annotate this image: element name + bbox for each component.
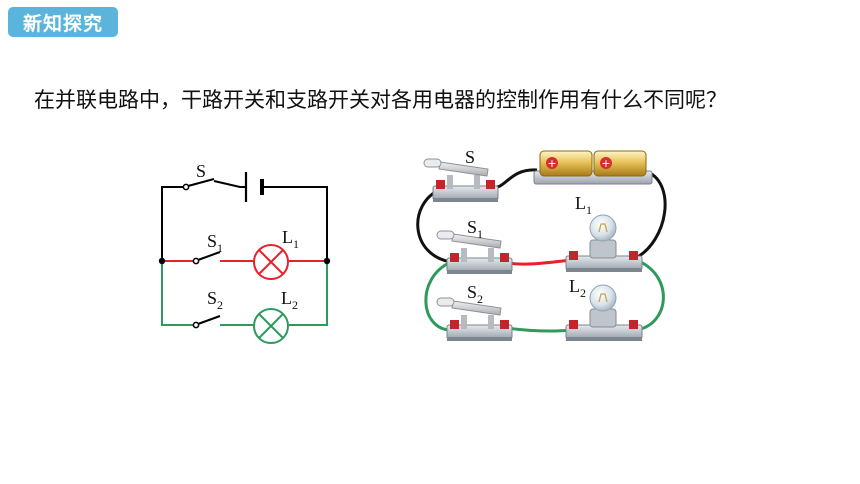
section-badge: 新知探究: [8, 7, 118, 37]
green-wire-mid: [505, 326, 572, 333]
apparatus-diagram: S S1 S2: [416, 147, 667, 341]
main-switch-contact: [182, 183, 190, 191]
apparatus-switch2-label: S2: [467, 282, 483, 306]
junction-right: [323, 257, 331, 265]
battery-symbol: [244, 172, 264, 202]
switch2-contact: [192, 321, 200, 329]
apparatus-lamp1-label: L1: [575, 193, 592, 217]
red-wire: [506, 258, 573, 266]
main-switch-blade: [187, 178, 215, 187]
switch1-contact: [192, 257, 200, 265]
main-switch-label: S: [196, 161, 206, 181]
branch2-wire: [161, 263, 328, 326]
knife-switch-2: [436, 297, 513, 341]
black-wire-right: [635, 170, 667, 260]
battery-plus-1: +: [547, 157, 556, 170]
main-loop-wire: [161, 180, 328, 263]
lamp1-label: L1: [282, 227, 299, 251]
lamp1-symbol: [253, 244, 289, 280]
apparatus-switch1-label: S1: [467, 217, 483, 241]
schematic-diagram: S S1 L1 S2 L2: [158, 161, 331, 344]
lamp2-holder: [565, 284, 643, 341]
apparatus-main-switch-label: S: [465, 147, 475, 167]
lamp2-symbol: [253, 308, 289, 344]
lamp1-holder: [565, 214, 643, 272]
switch2-label: S2: [207, 288, 223, 312]
green-wire-left: [424, 260, 452, 332]
junction-left: [158, 257, 166, 265]
green-wire-right: [635, 258, 665, 332]
switch1-blade: [197, 251, 221, 261]
apparatus-lamp2-label: L2: [569, 276, 586, 300]
switch1-label: S1: [207, 231, 223, 255]
main-knife-switch: [423, 158, 499, 202]
question-text: 在并联电路中，干路开关和支路开关对各用电器的控制作用有什么不同呢？: [34, 88, 727, 112]
battery-plus-2: +: [601, 157, 610, 170]
black-wire-left: [416, 188, 452, 264]
switch2-blade: [197, 315, 221, 325]
black-wire-top: [492, 168, 538, 189]
lamp2-label: L2: [281, 288, 298, 312]
knife-switch-1: [436, 230, 513, 274]
battery-pack: + +: [533, 150, 653, 185]
